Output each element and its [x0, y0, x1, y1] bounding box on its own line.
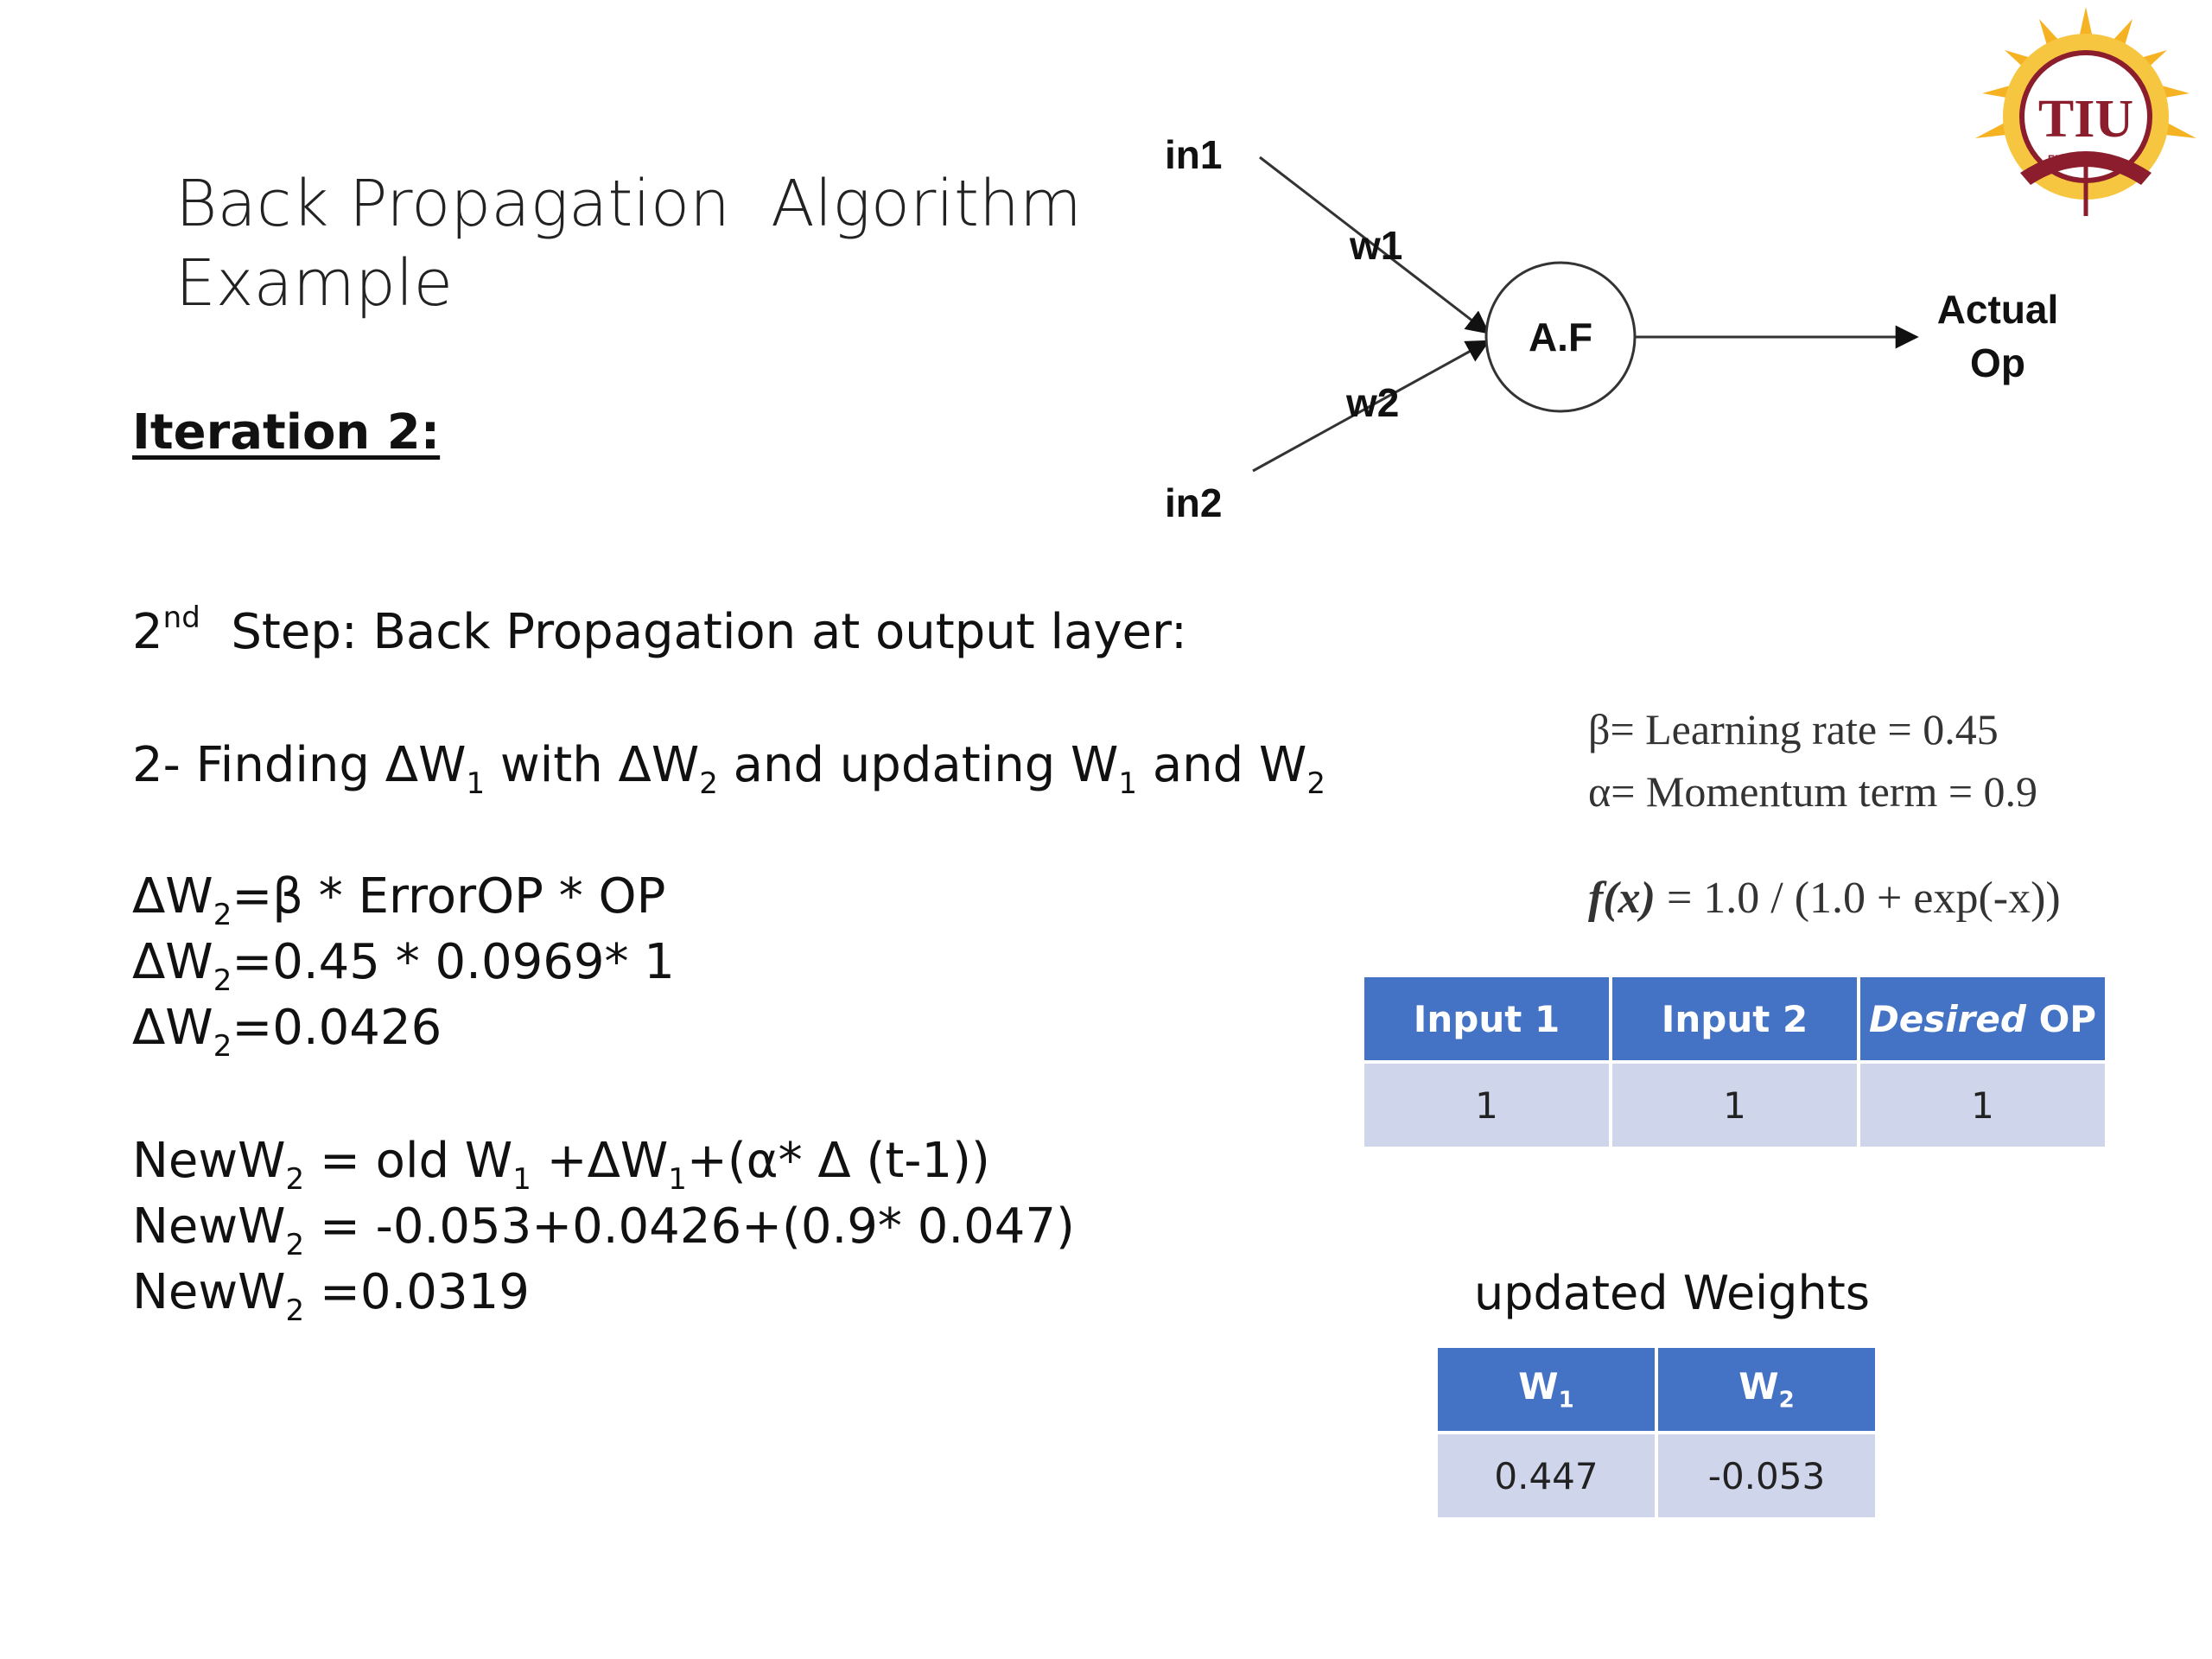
node-label: A.F [1529, 315, 1592, 359]
header-desired-word: Desired [1868, 997, 2026, 1040]
nw-c-sub: 1 [668, 1162, 687, 1197]
new-w-block: NewW2 = old W1 +ΔW1+(α* Δ (t-1)) NewW2 =… [132, 1128, 1075, 1325]
nw-b: = -0.053+0.0426+(0.9* 0.047) [304, 1198, 1075, 1255]
learning-rate-text: β= Learning rate = 0.45 [1588, 705, 1999, 753]
dw-lhs: ΔW [132, 1000, 213, 1056]
cell-desired-op: 1 [1860, 1064, 2105, 1147]
table-header-row: Input 1 Input 2 Desired OP [1364, 977, 2105, 1060]
step-text: Step: Back Propagation at output layer: [200, 604, 1187, 660]
delta-w-line: ΔW2=0.45 * 0.0969* 1 [132, 930, 675, 995]
input1-connection [1259, 156, 1491, 334]
delta-w-line: ΔW2=0.0426 [132, 995, 675, 1061]
step-ordinal: nd [162, 601, 200, 635]
finding-mid3: and W [1137, 737, 1307, 793]
delta-w-block: ΔW2=β * ErrorOP * OP ΔW2=0.45 * 0.0969* … [132, 864, 675, 1061]
step-number: 2 [132, 604, 163, 660]
table-header-row: W1 W2 [1438, 1348, 1875, 1431]
input2-connection [1252, 340, 1491, 473]
nw-a: NewW [132, 1198, 286, 1255]
updated-weights-table: W1 W2 0.447 -0.053 [1434, 1344, 1878, 1521]
neuron-diagram: in1 in2 w1 w2 A.F Actual Op [1165, 132, 2059, 525]
nw-a: NewW [132, 1264, 286, 1320]
formula-fx: f(x) [1588, 874, 1656, 923]
nw-a-sub: 2 [285, 1162, 305, 1197]
header-op-word: OP [2025, 997, 2097, 1040]
updated-weights-caption: updated Weights [1474, 1266, 1870, 1320]
dw-rhs: =0.45 * 0.0969* 1 [232, 934, 675, 990]
nw-c: +ΔW [531, 1133, 669, 1189]
dw-rhs: =β * ErrorOP * OP [232, 868, 666, 925]
new-w-line: NewW2 = -0.053+0.0426+(0.9* 0.047) [132, 1194, 1075, 1260]
cell-input-2: 1 [1612, 1064, 1857, 1147]
output-label-line2: Op [1970, 340, 2025, 385]
sun-rays [1975, 7, 2196, 138]
parameters-block: β= Learning rate = 0.45 α= Momentum term… [1588, 698, 2037, 823]
university-logo: TIU ERBIL 2008 [1975, 7, 2196, 216]
iteration-heading: Iteration 2: [132, 404, 441, 461]
input2-label: in2 [1165, 480, 1222, 525]
finding-sub2: 2 [699, 766, 718, 801]
table-row: 1 1 1 [1364, 1064, 2105, 1147]
input-table: Input 1 Input 2 Desired OP 1 1 1 [1361, 974, 2108, 1150]
table-row: 0.447 -0.053 [1438, 1434, 1875, 1517]
nw-a: NewW [132, 1133, 286, 1189]
header-w1: W1 [1438, 1348, 1655, 1431]
title-line-2: Example [175, 246, 454, 321]
dw-lhs: ΔW [132, 934, 213, 990]
dw-sub: 2 [213, 963, 232, 998]
slide-title: Back Propagation Algorithm Example [175, 164, 1082, 323]
header-input-1: Input 1 [1364, 977, 1609, 1060]
finding-line: 2- Finding ΔW1 with ΔW2 and updating W1 … [132, 733, 1325, 798]
input1-label: in1 [1165, 132, 1222, 177]
step-heading: 2nd Step: Back Propagation at output lay… [132, 600, 1187, 665]
w2-sub: 2 [1778, 1387, 1795, 1414]
cell-w2: -0.053 [1658, 1434, 1875, 1517]
nw-a-sub: 2 [285, 1228, 305, 1262]
dw-sub: 2 [213, 1029, 232, 1064]
header-desired-op: Desired OP [1860, 977, 2105, 1060]
nw-b-sub: 1 [512, 1162, 531, 1197]
dw-sub: 2 [213, 898, 232, 932]
w1-sub: 1 [1558, 1387, 1574, 1414]
dw-lhs: ΔW [132, 868, 213, 925]
formula-rest: = 1.0 / (1.0 + exp(-x)) [1655, 874, 2061, 923]
nw-d: +(α* Δ (t-1)) [686, 1133, 990, 1189]
nw-a-sub: 2 [285, 1294, 305, 1328]
delta-w-line: ΔW2=β * ErrorOP * OP [132, 864, 675, 930]
header-w2: W2 [1658, 1348, 1875, 1431]
logo-text: TIU [2038, 90, 2133, 149]
activation-formula: f(x) = 1.0 / (1.0 + exp(-x)) [1588, 873, 2061, 924]
finding-prefix: 2- Finding ΔW [132, 737, 467, 793]
title-line-1: Back Propagation Algorithm [175, 167, 1082, 241]
book-icon [2020, 151, 2152, 185]
cell-w1: 0.447 [1438, 1434, 1655, 1517]
finding-mid2: and updating W [717, 737, 1119, 793]
weight1-label: w1 [1349, 223, 1402, 268]
momentum-text: α= Momentum term = 0.9 [1588, 767, 2038, 816]
new-w-line: NewW2 =0.0319 [132, 1260, 1075, 1325]
cell-input-1: 1 [1364, 1064, 1609, 1147]
finding-mid1: with ΔW [485, 737, 700, 793]
nw-b: = old W [304, 1133, 513, 1189]
dw-rhs: =0.0426 [232, 1000, 442, 1056]
w2-letter: W [1738, 1365, 1779, 1408]
nw-b: =0.0319 [304, 1264, 530, 1320]
finding-sub1: 1 [466, 766, 486, 801]
output-label-line1: Actual [1937, 287, 2059, 332]
new-w-line: NewW2 = old W1 +ΔW1+(α* Δ (t-1)) [132, 1128, 1075, 1194]
w1-letter: W [1518, 1365, 1559, 1408]
header-input-2: Input 2 [1612, 977, 1857, 1060]
weight2-label: w2 [1345, 380, 1399, 425]
finding-sub3: 1 [1118, 766, 1138, 801]
finding-sub4: 2 [1306, 766, 1326, 801]
